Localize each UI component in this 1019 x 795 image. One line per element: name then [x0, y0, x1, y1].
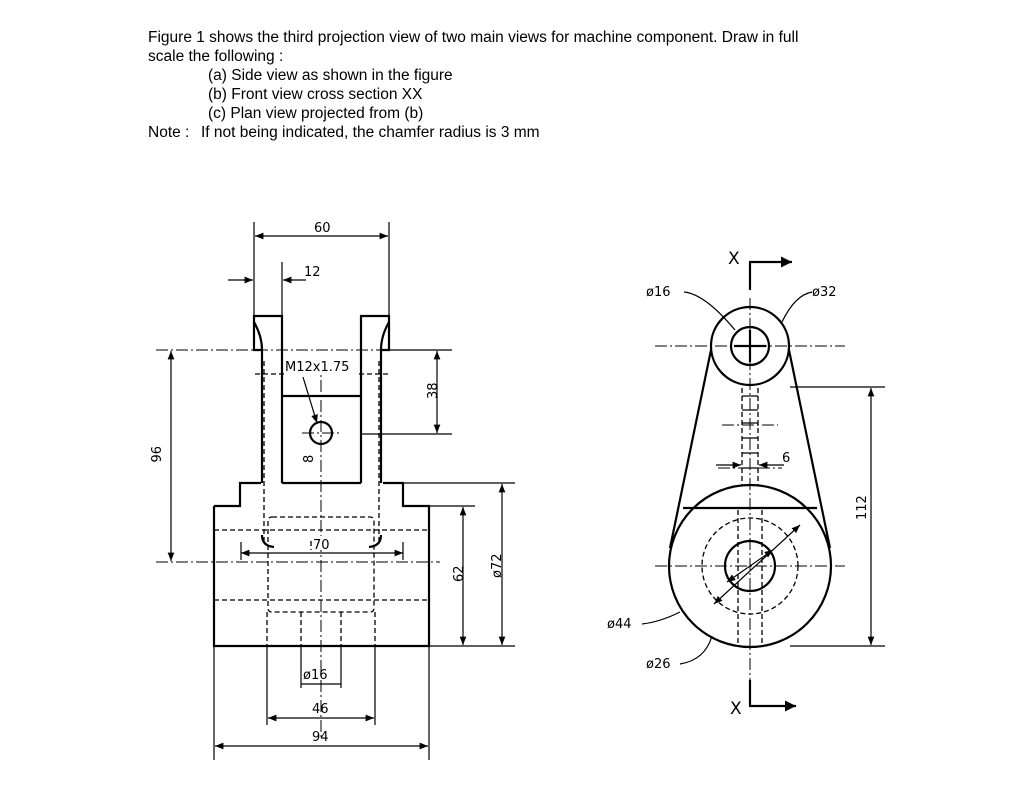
dim-top-bore-dia-label: ø16: [646, 285, 671, 300]
instruction-item-a: (a) Side view as shown in the figure: [208, 67, 453, 84]
note-label: Note :: [148, 124, 190, 141]
dim-large-boss-dia: ø44: [607, 611, 681, 632]
dim-rib-thickness: 6: [716, 451, 790, 469]
dim-46-label: 46: [312, 702, 329, 717]
thread-callout: M12x1.75: [284, 357, 357, 424]
large-boss-diameter-line: [713, 524, 801, 605]
dim-dia-16-bore-label: ø16: [303, 668, 328, 683]
dim-94-label: 94: [312, 730, 329, 745]
dim-12-label: 12: [304, 265, 321, 280]
instruction-paragraph-line-2: scale the following :: [148, 48, 284, 65]
dim-dia-72-label: ø72: [490, 554, 505, 579]
right-lug-fillet: [368, 534, 383, 549]
dim-60: 60: [253, 221, 390, 316]
dim-large-bore-dia-label: ø26: [646, 657, 671, 672]
left-arm: [668, 349, 713, 549]
dim-62-label: 62: [452, 565, 467, 582]
dim-top-bore-dia: ø16: [646, 285, 736, 331]
dim-96: 96: [147, 351, 175, 561]
note-text: If not being indicated, the chamfer radi…: [201, 124, 540, 141]
dim-60-label: 60: [314, 221, 331, 236]
instruction-paragraph-line-1: Figure 1 shows the third projection view…: [148, 29, 799, 46]
dim-46: 46: [266, 646, 376, 725]
dim-70-label: 70: [313, 538, 330, 553]
section-mark-bottom-label: X: [730, 699, 742, 719]
dim-38-label: 38: [426, 382, 441, 399]
dim-112-label: 112: [855, 495, 870, 520]
dim-dia-16-bore: ø16: [300, 646, 342, 688]
dim-62: 62: [429, 505, 515, 647]
section-mark-bottom: X: [730, 680, 796, 719]
side-view-centerlines: [156, 349, 440, 740]
dim-96-label: 96: [147, 446, 162, 463]
front-view: X X ø16 ø32 6 112: [607, 249, 885, 719]
right-arm: [787, 349, 832, 549]
left-lug-fillet: [260, 534, 275, 549]
dim-94: 94: [213, 646, 430, 760]
left-lug: [252, 314, 284, 483]
dim-12: 12: [228, 262, 321, 316]
dim-8-label: 8: [302, 455, 317, 463]
dim-rib-thickness-label: 6: [782, 451, 790, 466]
section-mark-top: X: [728, 249, 792, 290]
note-line: Note : If not being indicated, the chamfe…: [148, 123, 888, 142]
dim-dia-72: ø72: [403, 482, 515, 645]
instructions-block: Figure 1 shows the third projection view…: [148, 28, 888, 142]
instruction-item-b: (b) Front view cross section XX: [208, 86, 423, 103]
side-view: 60 12 M12x1.75 8 38 96: [147, 221, 515, 760]
right-lug: [359, 314, 391, 483]
dim-112: 112: [790, 386, 885, 647]
dim-large-bore-dia: ø26: [646, 635, 713, 672]
instruction-item-c: (c) Plan view projected from (b): [208, 105, 424, 122]
section-mark-top-label: X: [728, 249, 740, 269]
dim-large-boss-dia-label: ø44: [607, 617, 632, 632]
dim-top-boss-dia: ø32: [781, 285, 837, 323]
dim-70: 70: [240, 536, 404, 560]
dim-top-boss-dia-label: ø32: [812, 285, 837, 300]
thread-callout-label: M12x1.75: [285, 360, 349, 375]
dim-38: 38: [361, 349, 452, 435]
